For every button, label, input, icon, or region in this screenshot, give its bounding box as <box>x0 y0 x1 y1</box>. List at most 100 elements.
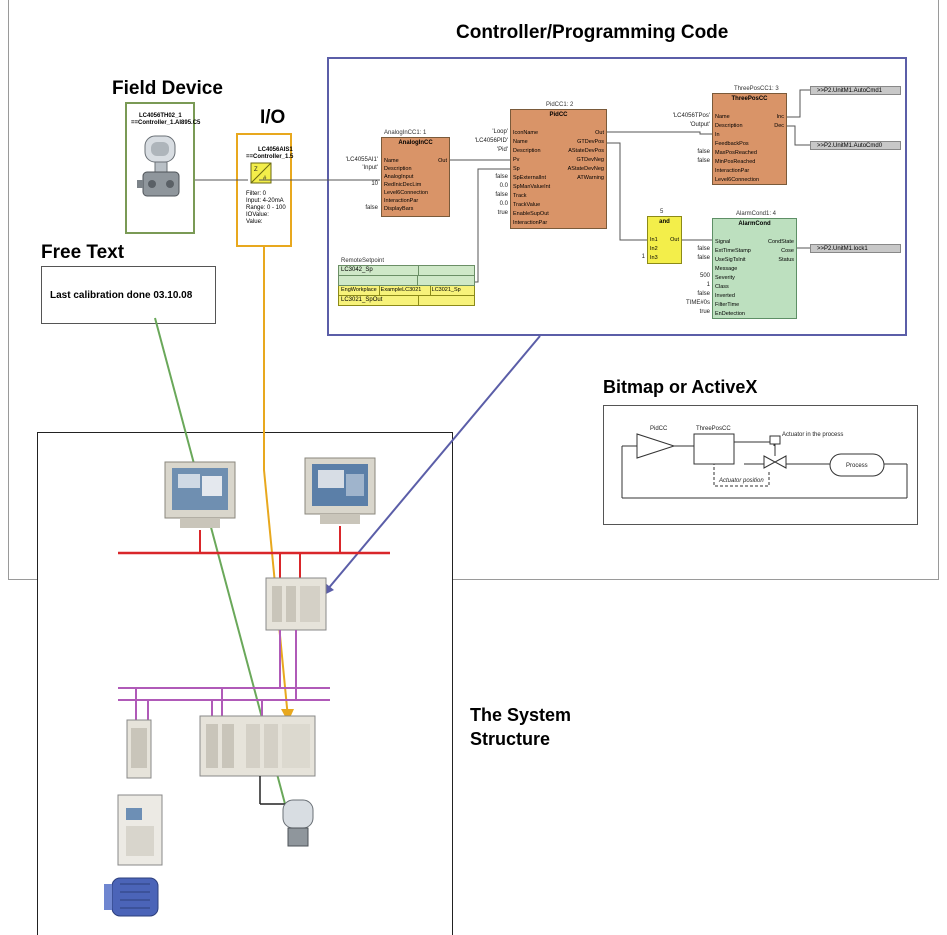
table-row[interactable]: LC3042_Sp <box>338 265 475 276</box>
block-out-pin: Dec <box>774 123 784 129</box>
bitmap-pid-label: PidCC <box>650 426 668 432</box>
block-out-pin: Out <box>670 237 679 243</box>
block-pin: ExtTimeStamp <box>715 248 751 254</box>
block-pin: EnDetection <box>715 311 745 317</box>
io-detail-line: Value: <box>246 219 263 225</box>
block-pin: EnableSupOut <box>513 211 549 217</box>
io-tag: LC4056AIS1 <box>258 147 293 153</box>
pid-signal: 0.0 <box>499 183 508 189</box>
block-pin: SpExternalInt <box>513 175 547 181</box>
io-detail-line: IOValue: <box>246 212 269 218</box>
io-detail-line: Range: 0 - 100 <box>246 205 286 211</box>
analog-in-block[interactable]: AnalogInCC Name Description AnalogInput … <box>381 137 450 217</box>
block-pin: FeedbackPos <box>715 141 749 147</box>
output-tag[interactable]: >>P2.UnitM1.AutoCmd1 <box>810 86 901 95</box>
threepos-signal: false <box>697 149 710 155</box>
alarm-signal: 500 <box>699 273 710 279</box>
block-pin: Description <box>715 123 743 129</box>
block-out-pin: Status <box>778 257 794 263</box>
io-details: Filter: 0 Input: 4-20mA Range: 0 - 100 I… <box>246 191 286 226</box>
analog-signal: 'LC4055AI1' <box>345 157 378 163</box>
table-row[interactable]: EngWorkplace ExampleLC3021 LC3021_Sp <box>338 286 475 296</box>
svg-text:#: # <box>263 176 267 182</box>
block-pin: Track <box>513 193 527 199</box>
block-pin: In2 <box>650 246 658 252</box>
io-detail-line: Input: 4-20mA <box>246 198 284 204</box>
block-pin: Sp <box>513 166 520 172</box>
block-pin: RedInicDecLim <box>384 182 422 188</box>
output-tag[interactable]: >>P2.UnitM1.lock1 <box>810 244 901 253</box>
block-pin: Description <box>513 148 541 154</box>
threepos-caption: ThreePosCC1: 3 <box>734 86 779 92</box>
threepos-block[interactable]: ThreePosCC Name Description In FeedbackP… <box>712 93 787 185</box>
analog-signal: false <box>365 205 378 211</box>
field-device-tag: LC4056TH02_1 <box>139 113 182 119</box>
block-out-pin: CondState <box>768 239 794 245</box>
threepos-signal: 'Output' <box>689 122 710 128</box>
bitmap-actuator-label: Actuator in the process <box>782 432 843 438</box>
block-pin: MinPosReached <box>715 159 756 165</box>
and-block[interactable]: and In1 In2 In3 Out <box>647 216 682 264</box>
block-pin: Name <box>513 139 528 145</box>
table-cell: LC3021_Sp <box>429 286 474 295</box>
block-pin: TrackValue <box>513 202 541 208</box>
transmitter-icon <box>137 135 180 197</box>
table-cell <box>418 266 474 275</box>
and-caption: 5 <box>660 209 664 215</box>
block-pin: Name <box>384 158 399 164</box>
analog-caption: AnalogInCC1: 1 <box>384 130 427 136</box>
pid-block[interactable]: PidCC IconName Name Description Pv Sp Sp… <box>510 109 607 229</box>
system-structure-heading-line1: The System <box>470 705 572 725</box>
block-pin: In <box>715 132 720 138</box>
free-text-content: Last calibration done 03.10.08 <box>50 290 193 301</box>
block-out-pin: Cose <box>781 248 794 254</box>
pid-signal: 'Pid' <box>497 147 508 153</box>
analog-signal: 10 <box>371 181 378 187</box>
alarm-signal: false <box>697 255 710 261</box>
alarm-signal: TIME#0s <box>685 300 710 306</box>
block-pin: FilterTime <box>715 302 740 308</box>
io-converter-icon: Z # <box>250 162 272 184</box>
block-pin: Severity <box>715 275 735 281</box>
output-tag[interactable]: >>P2.UnitM1.AutoCmd0 <box>810 141 901 150</box>
bitmap-heading: Bitmap or ActiveX <box>603 377 758 397</box>
process-loop-diagram: PidCC ThreePosCC Actuator in the process… <box>621 426 908 499</box>
alarm-title: AlarmCond <box>738 221 771 227</box>
threepos-signal: 'LC4056TPos' <box>672 113 710 119</box>
block-pin: Description <box>384 166 412 172</box>
remote-setpoint-caption: RemoteSetpoint <box>341 258 385 264</box>
analog-signal: 'Input' <box>362 165 378 171</box>
and-title: and <box>659 219 670 225</box>
remote-setpoint-table: LC3042_Sp EngWorkplace ExampleLC3021 LC3… <box>338 265 475 306</box>
table-cell: EngWorkplace <box>341 287 377 293</box>
block-pin: Signal <box>715 239 731 245</box>
field-device-ref: ==Controller_1.AI895.C5 <box>131 120 201 126</box>
table-cell: ExampleLC3021 <box>378 286 430 295</box>
analog-title: AnalogInCC <box>398 140 433 146</box>
block-pin: Level6Connection <box>384 190 429 196</box>
io-module-box: LC4056AIS1 ==Controller_1.5 Z # Filter: … <box>236 133 294 247</box>
system-structure-frame <box>37 432 453 935</box>
io-detail-line: Filter: 0 <box>246 191 267 197</box>
table-cell <box>418 296 474 305</box>
block-pin: Pv <box>513 157 520 163</box>
block-pin: SpManValueInt <box>513 184 551 190</box>
threepos-signal: false <box>697 158 710 164</box>
alarm-cond-block[interactable]: AlarmCond Signal ExtTimeStamp UseSigTsIn… <box>712 218 797 319</box>
table-row[interactable]: LC3021_SpOut <box>338 296 475 306</box>
io-ref: ==Controller_1.5 <box>246 154 294 160</box>
pid-caption: PidCC1: 2 <box>546 102 574 108</box>
block-pin: IconName <box>513 130 539 136</box>
svg-text:Z: Z <box>254 167 258 173</box>
block-out-pin: AStateDevNeg <box>567 166 604 172</box>
alarm-signal: 1 <box>706 282 710 288</box>
table-row[interactable] <box>338 276 475 286</box>
block-out-pin: Inc <box>776 114 784 120</box>
block-out-pin: ATWarning <box>577 175 604 181</box>
pid-title: PidCC <box>549 112 568 118</box>
and-signal: 1 <box>641 254 645 260</box>
free-text-box: Last calibration done 03.10.08 <box>41 266 216 324</box>
table-cell: LC3021_SpOut <box>341 297 383 303</box>
controller-heading: Controller/Programming Code <box>456 22 729 43</box>
